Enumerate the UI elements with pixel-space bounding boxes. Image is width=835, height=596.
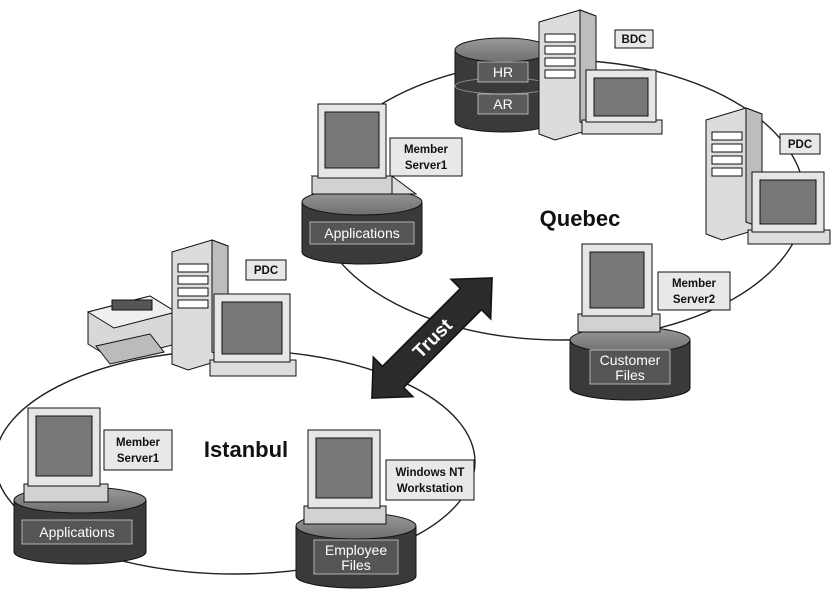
employee-files-label-line2: Files (341, 557, 371, 573)
quebec-ms2-label-line2: Server2 (673, 294, 715, 306)
quebec-ms2-label-line1: Member (672, 278, 717, 290)
quebec-ms1-label-line1: Member (404, 144, 449, 156)
workstation-label-line1: Windows NT (396, 467, 465, 479)
workstation-callout (385, 459, 475, 501)
customer-files-label-line1: Customer (600, 352, 661, 368)
trust-arrow-icon: Trust (371, 277, 493, 399)
desktop-computer-icon (577, 243, 661, 333)
bdc-label: BDC (622, 34, 647, 46)
hr-disk-label: HR (493, 64, 513, 80)
bdc-callout (614, 29, 654, 49)
istanbul-member-server1-group: Applications Member Server1 (13, 407, 173, 565)
disk-drum-icon: Customer Files (569, 326, 691, 401)
quebec-ms1-callout (389, 137, 463, 177)
quebec-ms2-callout (657, 271, 731, 311)
desktop-computer-icon (581, 69, 663, 135)
quebec-bdc-group: HR AR BDC (454, 9, 663, 141)
istanbul-workstation-group: Employee Files Windows NT Workstation (295, 429, 475, 589)
quebec-pdc-callout (779, 133, 821, 155)
customer-files-label-line2: Files (615, 367, 645, 383)
quebec-member-server1-group: Applications Member Server1 (301, 103, 463, 265)
quebec-pdc-label: PDC (788, 139, 812, 151)
applications-disk-label: Applications (324, 225, 400, 241)
istanbul-ms1-callout (103, 429, 173, 471)
disk-drum-icon: HR AR (454, 37, 552, 133)
istanbul-pdc-label: PDC (254, 265, 278, 277)
quebec-pdc-group: PDC (705, 107, 831, 245)
desktop-computer-icon (23, 407, 109, 503)
desktop-computer-icon (303, 429, 387, 525)
printer-icon (86, 295, 178, 365)
desktop-computer-icon (747, 171, 831, 245)
quebec-ms1-label-line2: Server1 (405, 160, 448, 172)
desktop-computer-icon (209, 293, 297, 377)
istanbul-pdc-group: PDC (86, 239, 297, 377)
quebec-member-server2-group: Customer Files Member Server2 (569, 243, 731, 401)
istanbul-applications-disk-label: Applications (39, 524, 115, 540)
ar-disk-label: AR (493, 96, 512, 112)
istanbul-ms1-label-line2: Server1 (117, 453, 160, 465)
istanbul-pdc-callout (245, 259, 287, 281)
quebec-domain-label: Quebec (540, 206, 621, 231)
desktop-computer-icon (310, 103, 418, 195)
workstation-label-line2: Workstation (397, 483, 463, 495)
istanbul-domain-label: Istanbul (204, 437, 288, 462)
tower-server-icon (705, 107, 763, 241)
disk-drum-icon: Applications (301, 188, 423, 265)
istanbul-ms1-label-line1: Member (116, 437, 161, 449)
employee-files-label-line1: Employee (325, 542, 387, 558)
